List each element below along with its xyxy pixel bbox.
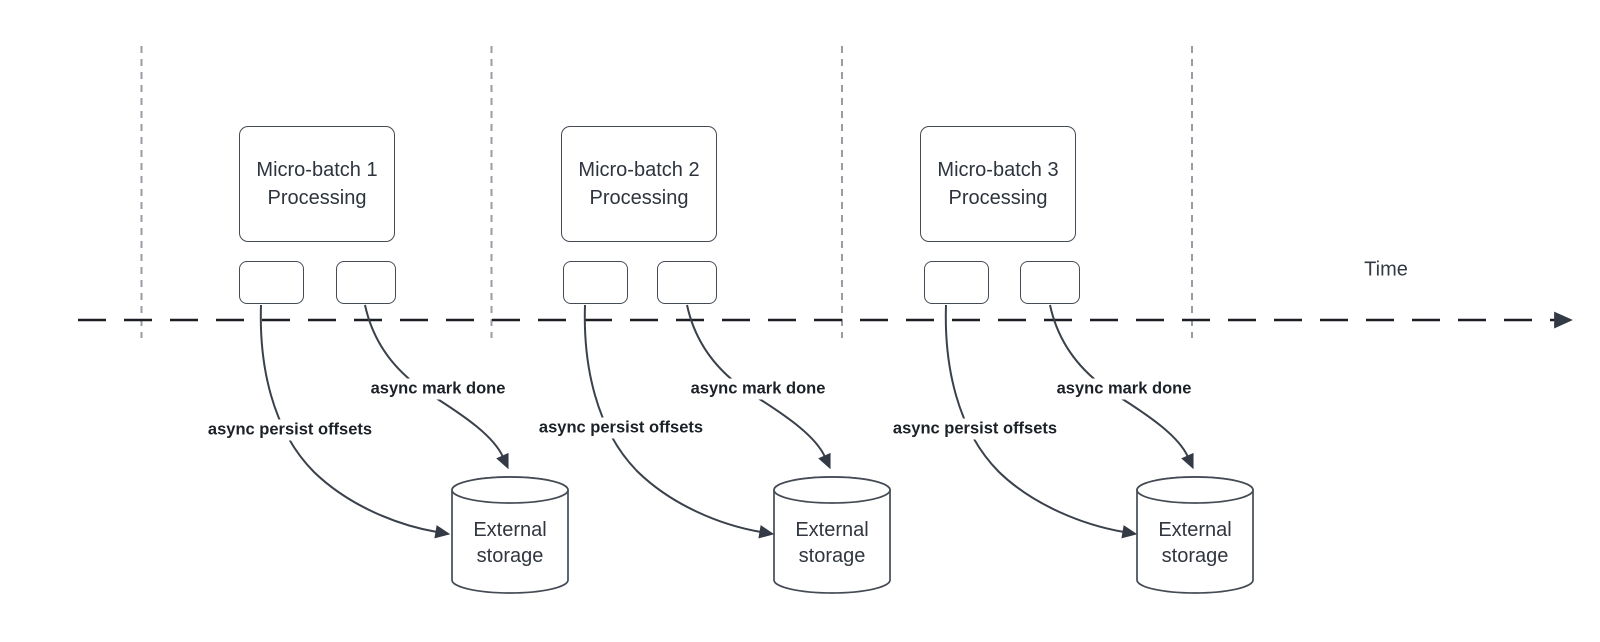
storage-label: External storage	[795, 517, 868, 569]
small-task-box	[657, 261, 717, 304]
micro-batch-processing-box: Micro-batch 1 Processing	[239, 126, 395, 242]
mark-done-label: async mark done	[1052, 378, 1196, 400]
external-storage-cylinder	[1136, 476, 1254, 594]
box-title: Micro-batch 3 Processing	[937, 156, 1058, 212]
mark-done-label: async mark done	[366, 378, 510, 400]
small-task-box	[336, 261, 396, 304]
storage-label: External storage	[1158, 517, 1231, 569]
storage-label-line1: External	[473, 519, 547, 541]
external-storage-cylinder	[773, 476, 891, 594]
micro-batch-processing-box: Micro-batch 2 Processing	[561, 126, 717, 242]
persist-offsets-label: async persist offsets	[888, 418, 1062, 440]
persist-offsets-arrow	[583, 304, 775, 539]
box-title-line2: Processing	[589, 187, 689, 209]
time-axis-label: Time	[1364, 258, 1408, 281]
persist-offsets-arrow	[944, 304, 1138, 539]
box-title: Micro-batch 1 Processing	[256, 156, 377, 212]
small-task-box	[1020, 261, 1080, 304]
micro-batch-processing-box: Micro-batch 3 Processing	[920, 126, 1076, 242]
box-title: Micro-batch 2 Processing	[578, 156, 699, 212]
storage-label-line2: storage	[476, 545, 544, 567]
storage-label-line1: External	[1158, 519, 1232, 541]
box-title-line2: Processing	[948, 187, 1048, 209]
persist-offsets-arrow	[259, 304, 451, 539]
box-title-line1: Micro-batch 3	[937, 159, 1059, 181]
storage-label-line2: storage	[1161, 545, 1229, 567]
persist-offsets-label: async persist offsets	[203, 419, 377, 441]
persist-offsets-label: async persist offsets	[534, 417, 708, 439]
box-title-line1: Micro-batch 2	[578, 159, 700, 181]
mark-done-label: async mark done	[686, 378, 830, 400]
small-task-box	[239, 261, 304, 304]
small-task-box	[924, 261, 989, 304]
external-storage-cylinder	[451, 476, 569, 594]
small-task-box	[563, 261, 628, 304]
storage-label-line1: External	[795, 519, 869, 541]
storage-label-line2: storage	[798, 545, 866, 567]
storage-label: External storage	[473, 517, 546, 569]
box-title-line1: Micro-batch 1	[256, 159, 378, 181]
box-title-line2: Processing	[267, 187, 367, 209]
